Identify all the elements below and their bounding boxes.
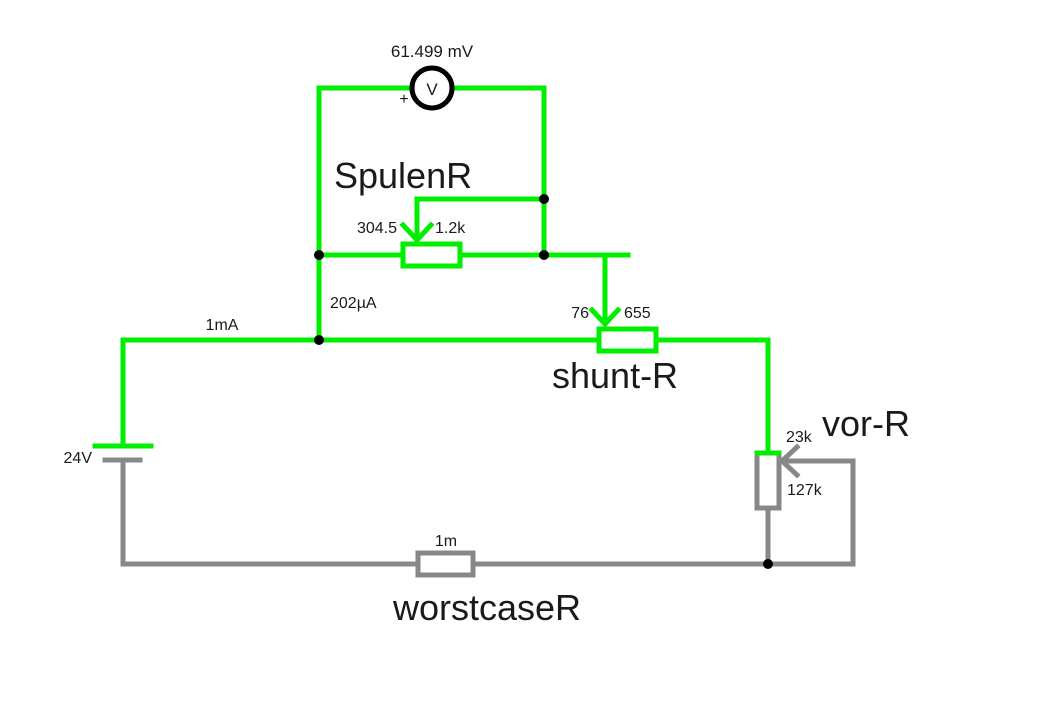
wire-battery-bottom[interactable] xyxy=(120,457,421,567)
worstcase-r-resistor[interactable] xyxy=(415,550,476,578)
vor-r-bottom-value: 127k xyxy=(787,482,823,499)
spulenr-right-value: 1.2k xyxy=(435,220,466,237)
wire-spulenr-wiper[interactable] xyxy=(414,196,547,241)
shunt-r-left-value: 76 xyxy=(571,305,589,322)
spulenr-left-value: 304.5 xyxy=(357,220,397,237)
vor-r-label: vor-R xyxy=(822,403,910,444)
voltmeter-symbol: V xyxy=(426,80,438,99)
vor-r-top-value: 23k xyxy=(786,429,813,446)
junction-dot xyxy=(314,335,324,345)
junction-dot xyxy=(314,250,324,260)
spulenr-wiper-arrow-icon[interactable] xyxy=(399,221,435,244)
shunt-r-label: shunt-R xyxy=(552,355,678,396)
voltmeter[interactable]: V + xyxy=(399,65,455,111)
voltmeter-icon xyxy=(409,65,455,111)
vor-r-wiper-arrow-icon[interactable] xyxy=(778,443,801,479)
shunt-r-resistor[interactable] xyxy=(596,326,659,354)
spulenr-label: SpulenR xyxy=(334,155,472,196)
wire-main-right[interactable] xyxy=(653,337,771,456)
main-current-label: 1mA xyxy=(206,317,239,334)
wire-main-top[interactable] xyxy=(120,337,602,449)
voltmeter-polarity: + xyxy=(399,91,408,108)
junction-dot xyxy=(539,250,549,260)
wire-bottom-right[interactable] xyxy=(470,458,856,567)
worstcase-r-value: 1m xyxy=(435,533,457,550)
junction-dot xyxy=(539,194,549,204)
worstcase-r-label: worstcaseR xyxy=(392,587,581,628)
voltmeter-reading: 61.499 mV xyxy=(391,42,474,61)
vor-r-resistor[interactable] xyxy=(754,450,782,511)
shunt-r-wiper-arrow-icon[interactable] xyxy=(588,306,622,328)
wire-voltmeter-left[interactable] xyxy=(316,85,415,258)
battery-voltage: 24V xyxy=(64,450,93,467)
shunt-r-right-value: 655 xyxy=(624,305,651,322)
junction-dot xyxy=(763,559,773,569)
branch-current-label: 202µA xyxy=(330,295,377,312)
spulenr-resistor[interactable] xyxy=(400,241,463,269)
